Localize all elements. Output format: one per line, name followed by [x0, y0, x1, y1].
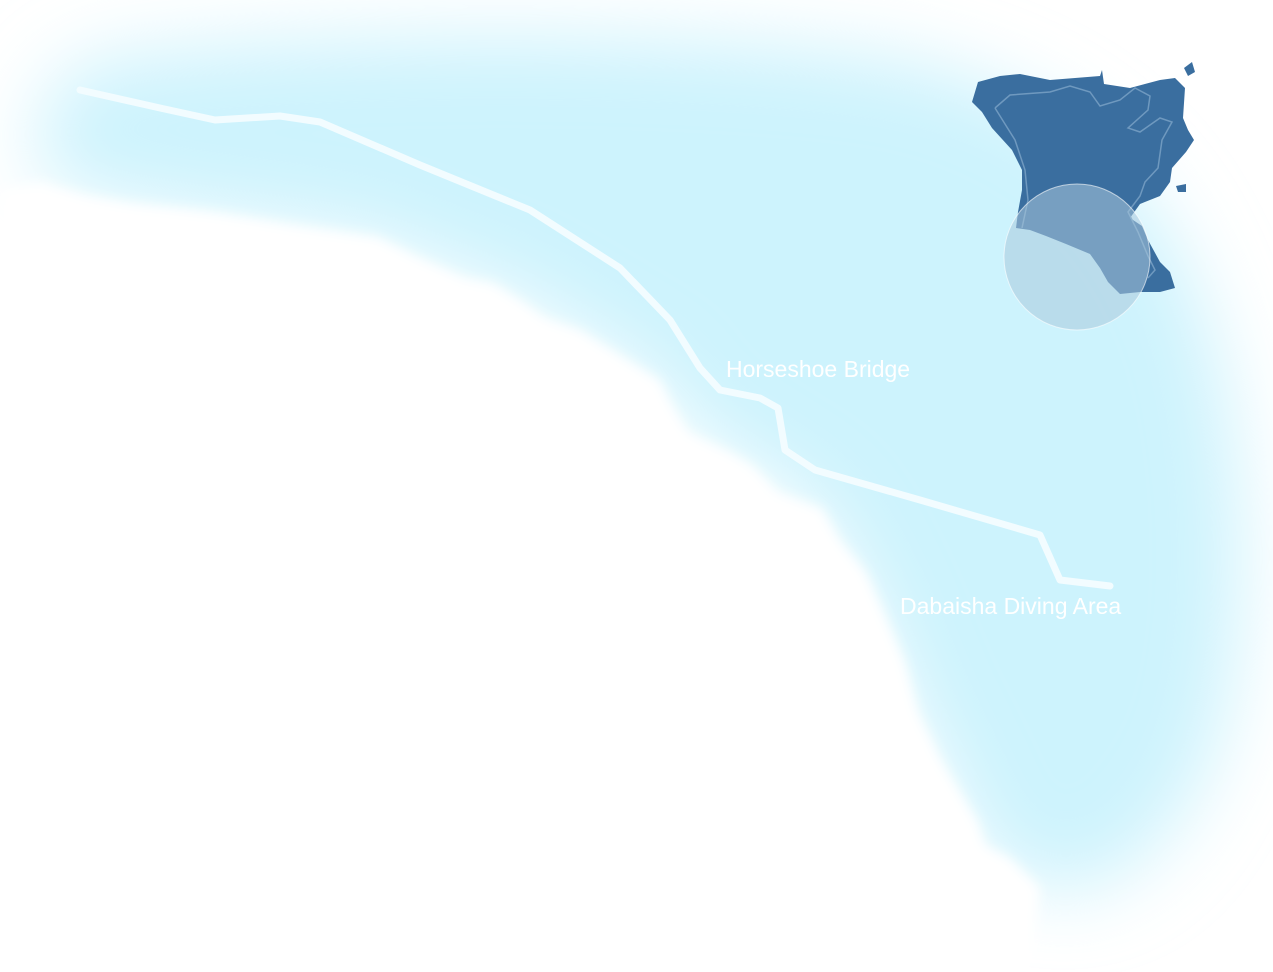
- coastal-road: [76, 86, 1114, 590]
- label-dabaisha-diving-area[interactable]: Dabaisha Diving Area: [900, 593, 1121, 619]
- sea-area: [36, 37, 1240, 891]
- label-horseshoe-bridge[interactable]: Horseshoe Bridge: [726, 356, 910, 382]
- inset-islet-2: [1176, 184, 1186, 192]
- coastline-land: [0, 182, 1040, 972]
- inset-islet-1: [1184, 62, 1195, 76]
- inset-location-highlight: [1003, 183, 1151, 331]
- locator-inset-map: [972, 62, 1195, 331]
